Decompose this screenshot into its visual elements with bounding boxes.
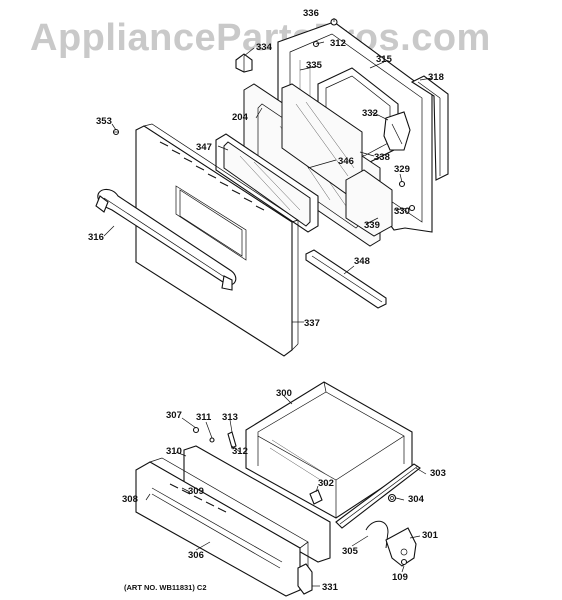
callout-109: 109	[392, 572, 408, 583]
callout-346: 346	[338, 156, 354, 167]
bracket-screw-part[interactable]	[400, 558, 408, 566]
callout-339: 339	[364, 220, 380, 231]
drawer-roller-part[interactable]	[387, 493, 397, 503]
callout-337: 337	[304, 318, 320, 329]
drawer-assembly	[135, 381, 421, 597]
door-handle-part[interactable]	[95, 188, 237, 291]
callout-labels: 336 312 334 335 315 318 353 204 332 347 …	[88, 8, 446, 593]
callout-307: 307	[166, 410, 182, 421]
callout-300: 300	[276, 388, 292, 399]
callout-304: 304	[408, 494, 425, 505]
callout-336: 336	[303, 8, 319, 19]
callout-353: 353	[96, 116, 112, 127]
callout-312-drawer: 312	[232, 446, 248, 457]
callout-301: 301	[422, 530, 439, 541]
callout-331: 331	[322, 582, 339, 593]
callout-306: 306	[188, 550, 204, 561]
callout-334: 334	[256, 42, 273, 53]
callout-315: 315	[376, 54, 393, 65]
callout-312-door: 312	[330, 38, 346, 49]
hinge-bracket-part[interactable]	[383, 111, 411, 151]
callout-332: 332	[362, 108, 378, 119]
callout-348: 348	[354, 256, 370, 267]
drawer-end-cap-part[interactable]	[297, 563, 313, 595]
callout-310: 310	[166, 446, 182, 457]
callout-311: 311	[196, 412, 212, 423]
callout-308: 308	[122, 494, 138, 505]
oven-door-assembly	[95, 18, 449, 357]
callout-347: 347	[196, 142, 212, 153]
roller-bracket-part[interactable]	[385, 527, 417, 567]
drawer-bracket-part[interactable]	[309, 489, 323, 505]
handle-screw-part[interactable]	[112, 128, 120, 136]
callout-303: 303	[430, 468, 446, 479]
door-clip-part[interactable]	[235, 53, 253, 73]
callout-318: 318	[428, 72, 444, 83]
hinge-screw-part[interactable]	[398, 180, 416, 212]
callout-313: 313	[222, 412, 238, 423]
drawer-slide-part[interactable]	[335, 463, 421, 529]
callout-302: 302	[318, 478, 334, 489]
callout-305: 305	[342, 546, 359, 557]
door-gasket-part[interactable]	[410, 75, 449, 181]
outer-door-panel-part[interactable]	[135, 123, 299, 357]
window-frame-part[interactable]	[215, 133, 319, 233]
drawer-box-part[interactable]	[245, 381, 413, 519]
callout-204: 204	[232, 112, 249, 123]
watermark-text: AppliancePartsPros.com	[30, 17, 491, 59]
leader-lines	[103, 18, 433, 587]
callout-329: 329	[394, 164, 410, 175]
drawer-clip-part[interactable]	[192, 426, 237, 449]
callout-335: 335	[306, 60, 323, 71]
door-trim-strip-part[interactable]	[305, 249, 387, 309]
callout-309: 309	[188, 486, 204, 497]
callout-330: 330	[394, 206, 410, 217]
art-number: (ART NO. WB11831) C2	[124, 583, 207, 592]
insulation-pad-part[interactable]	[345, 169, 393, 237]
callout-316: 316	[88, 232, 104, 243]
drawer-spring-part[interactable]	[365, 520, 389, 549]
callout-338: 338	[374, 152, 390, 163]
